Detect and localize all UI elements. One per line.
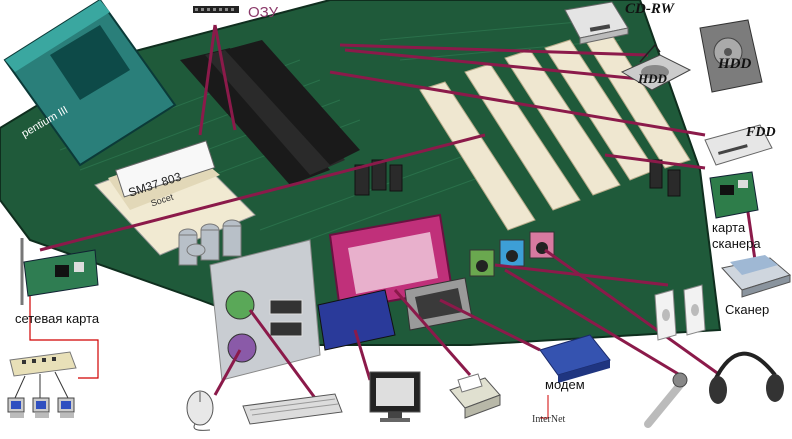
scanner-icon (721, 255, 792, 298)
monitor-icon (369, 371, 421, 422)
headphones-icon (709, 351, 784, 404)
hub-icon (9, 351, 77, 399)
scanner-card-label: карта сканера (712, 220, 761, 251)
modem-label: модем (545, 377, 585, 392)
speakers-icon (654, 284, 706, 341)
keyboard-icon (242, 393, 343, 425)
network-card-label: сетевая карта (15, 311, 100, 326)
printer-icon (449, 373, 501, 419)
hdd-label: HDD (718, 56, 752, 72)
hdd-small-label: HDD (638, 71, 667, 86)
ps2-keyboard-port (227, 333, 257, 363)
capacitors (178, 159, 681, 266)
connector-lines (39, 24, 757, 403)
mouse-icon (186, 390, 214, 431)
scanner-label: Сканер (725, 302, 770, 317)
internet-wire (540, 395, 549, 419)
hdd-small-icon (620, 43, 692, 91)
computer-icon (7, 397, 75, 418)
fdd-label: FDD (746, 125, 776, 140)
scanner-card-icon (709, 171, 759, 219)
internet-label: InterNet (532, 414, 566, 425)
cpu-icon (3, 0, 177, 167)
ram-module-icon (193, 6, 239, 13)
io-panel (209, 213, 555, 381)
ram-slots (180, 40, 360, 185)
ozu-label: ОЗУ (248, 4, 279, 21)
modem-icon (539, 334, 611, 383)
hub-wire (29, 280, 99, 379)
hdd-icon (699, 19, 763, 93)
fdd-icon (704, 124, 773, 166)
cd-rw-label: CD-RW (625, 1, 674, 17)
microphone-icon (644, 372, 688, 428)
network-card-icon (20, 238, 99, 305)
ps2-mouse-port (225, 290, 255, 320)
cd-rw-drive-icon (564, 1, 629, 45)
